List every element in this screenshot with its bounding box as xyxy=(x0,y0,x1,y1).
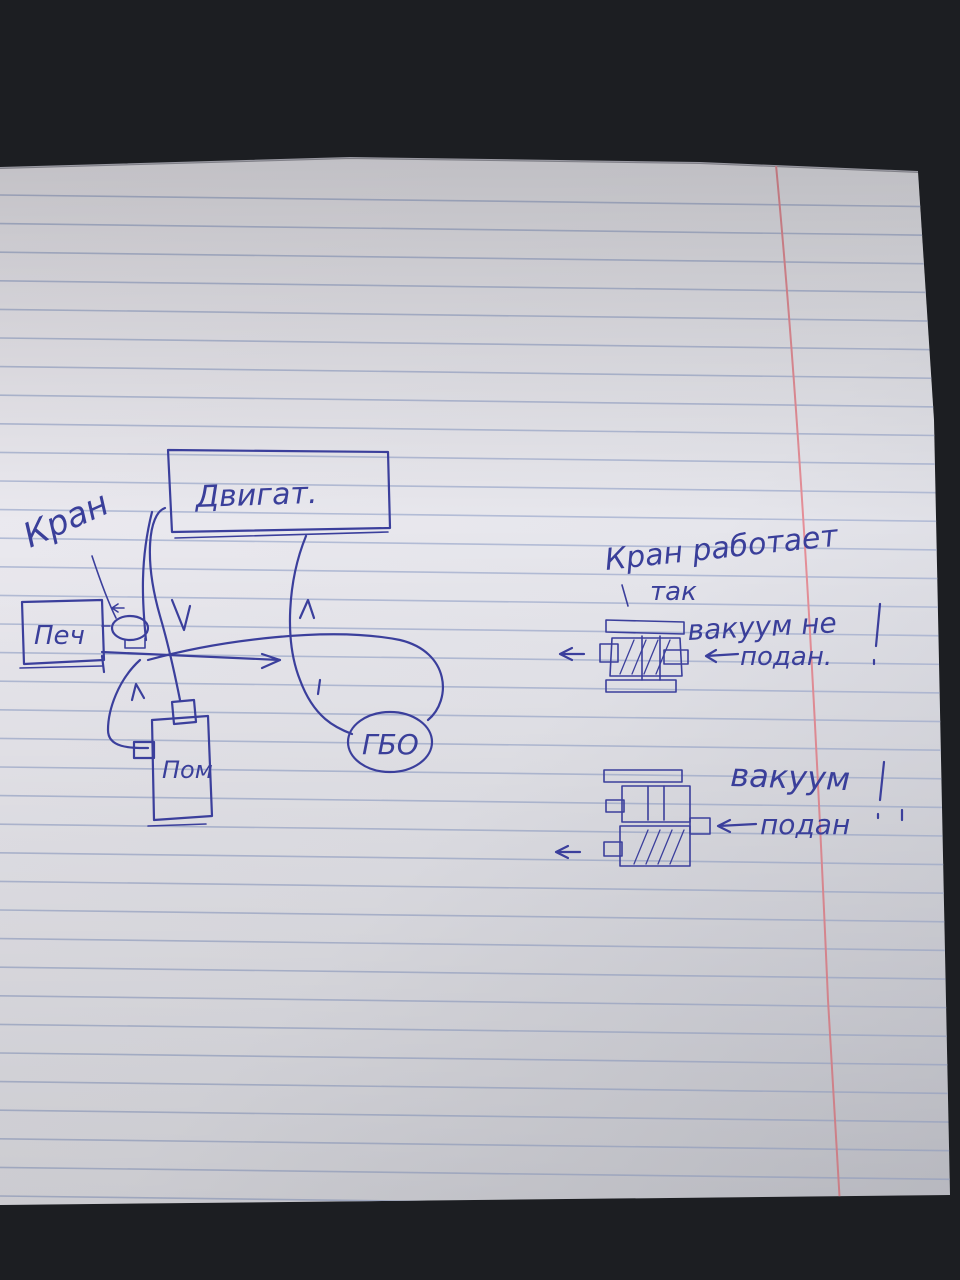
heater-label: Печ xyxy=(34,621,85,651)
vacuum-applied-text: вакуум xyxy=(730,756,851,798)
valve-works-text-2: так xyxy=(650,577,697,607)
engine-label: Двигат. xyxy=(193,476,318,515)
vacuum-applied-text-2: подан xyxy=(760,808,850,841)
lpg-circle: ГБО xyxy=(346,710,434,774)
pump-block: Пом xyxy=(132,698,214,827)
lpg-label: ГБО xyxy=(362,728,419,761)
vacuum-not-applied-text: вакуум не xyxy=(687,606,838,647)
pipes xyxy=(100,506,444,750)
vacuum-not-applied-text-2: подан. xyxy=(740,642,832,672)
heater-block: Печ xyxy=(19,598,106,669)
engine-block: Двигат. xyxy=(166,448,392,539)
valve-applied-sketch: вакуум подан xyxy=(554,756,904,867)
pump-label: Пом xyxy=(162,756,213,784)
